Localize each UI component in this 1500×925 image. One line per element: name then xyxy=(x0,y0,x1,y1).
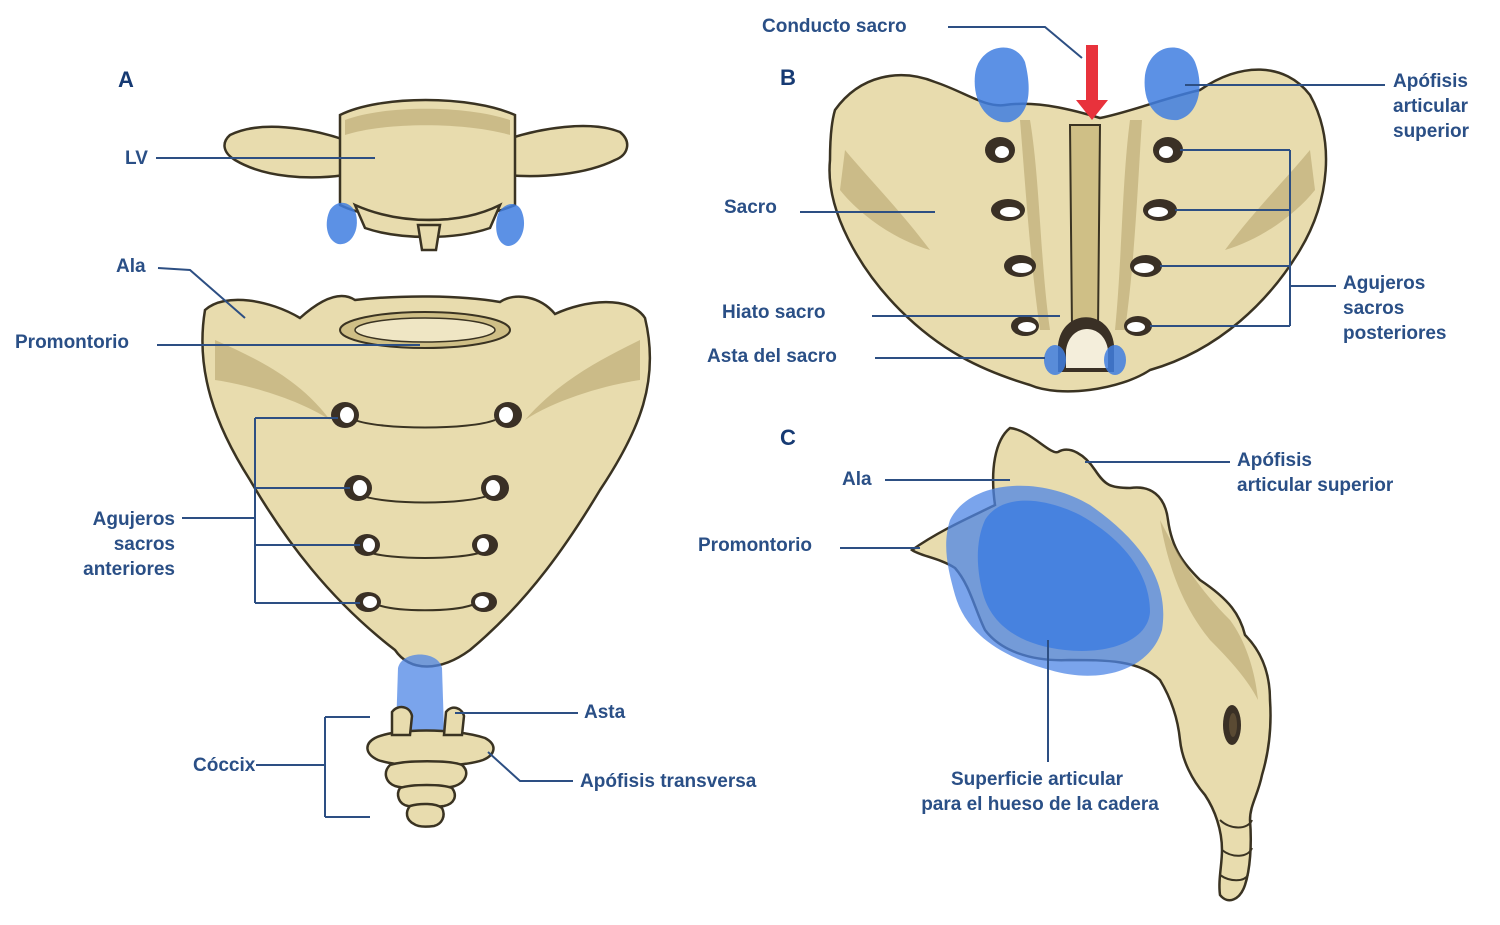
label-asta-del-sacro: Asta del sacro xyxy=(707,346,837,367)
leader-agujeros-anteriores xyxy=(182,417,360,604)
leader-ala-a xyxy=(157,267,246,319)
panel-c-letter: C xyxy=(780,425,796,450)
label-hiato-sacro: Hiato sacro xyxy=(722,302,825,323)
label-agujeros-anteriores-3: anteriores xyxy=(83,559,175,580)
label-apofisis-articular-c-2: articular superior xyxy=(1237,475,1394,496)
label-agujeros-posteriores-1: Agujeros xyxy=(1343,273,1425,294)
label-asta-a: Asta xyxy=(584,702,626,723)
lumbar-vertebra xyxy=(223,98,629,252)
label-superficie-articular-2: para el hueso de la cadera xyxy=(921,794,1159,815)
label-promontorio-c: Promontorio xyxy=(698,535,812,556)
panel-a: A xyxy=(15,67,757,828)
label-conducto-sacro: Conducto sacro xyxy=(762,16,907,37)
label-apofisis-articular-b-1: Apófisis xyxy=(1393,71,1468,92)
label-promontorio-a: Promontorio xyxy=(15,332,129,353)
label-lv: LV xyxy=(125,148,148,169)
label-agujeros-anteriores-2: sacros xyxy=(114,534,175,555)
panel-a-letter: A xyxy=(118,67,134,92)
leader-conducto-sacro xyxy=(948,26,1083,59)
panel-b-letter: B xyxy=(780,65,796,90)
label-agujeros-posteriores-2: sacros xyxy=(1343,298,1404,319)
leader-coccix xyxy=(256,716,370,818)
label-ala-a: Ala xyxy=(116,256,146,277)
panel-b: B xyxy=(707,16,1470,393)
label-agujeros-posteriores-3: posteriores xyxy=(1343,323,1446,344)
leader-apofisis-transversa xyxy=(487,751,573,782)
label-coccix: Cóccix xyxy=(193,755,256,776)
sacrum-lateral xyxy=(909,426,1272,902)
label-sacro: Sacro xyxy=(724,197,777,218)
label-ala-c: Ala xyxy=(842,469,872,490)
sacrum-posterior xyxy=(828,47,1328,393)
sacral-canal-arrow xyxy=(1076,45,1108,120)
label-agujeros-anteriores-1: Agujeros xyxy=(93,509,175,530)
panel-c: C Ala Apófisis articular superior Promon… xyxy=(698,425,1394,902)
label-superficie-articular-1: Superficie articular xyxy=(951,769,1124,790)
label-apofisis-articular-c-1: Apófisis xyxy=(1237,450,1312,471)
coccyx xyxy=(366,654,495,828)
label-apofisis-transversa: Apófisis transversa xyxy=(580,771,757,792)
leader-agujeros-posteriores xyxy=(1150,149,1336,327)
label-apofisis-articular-b-2: articular xyxy=(1393,96,1469,117)
sacrum-anterior xyxy=(201,294,652,668)
label-apofisis-articular-b-3: superior xyxy=(1393,121,1470,142)
